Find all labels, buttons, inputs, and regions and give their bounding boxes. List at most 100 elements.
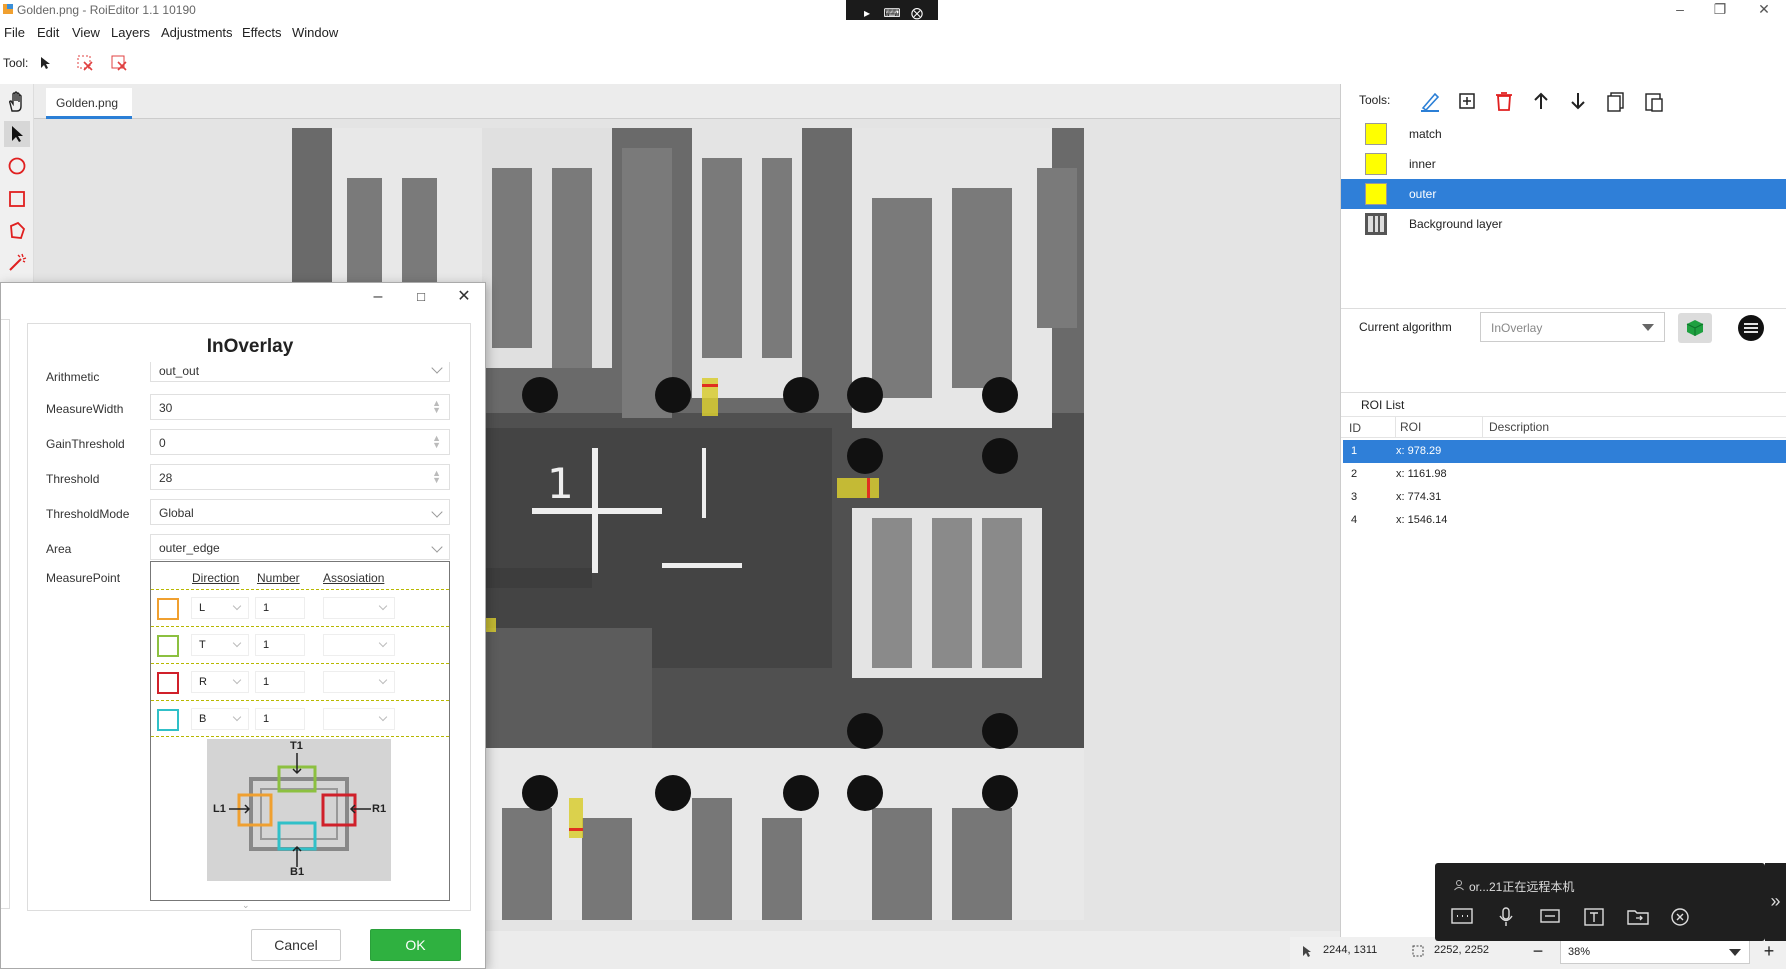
folder-icon[interactable] bbox=[1625, 905, 1651, 929]
cursor-icon bbox=[1303, 946, 1311, 957]
table-row[interactable]: 1 x: 978.29 bbox=[1343, 440, 1786, 463]
direction-select[interactable]: R bbox=[191, 671, 249, 693]
area-dropdown[interactable]: outer_edge bbox=[150, 534, 450, 560]
zoom-select[interactable]: 38% bbox=[1560, 940, 1750, 964]
microphone-icon[interactable] bbox=[1493, 905, 1519, 929]
number-value: 1 bbox=[263, 602, 270, 614]
zoom-value: 38% bbox=[1568, 946, 1591, 958]
thresholdmode-dropdown[interactable]: Global bbox=[150, 499, 450, 525]
add-layer-icon[interactable] bbox=[1454, 88, 1480, 114]
menu-bar: File Edit View Layers Adjustments Effect… bbox=[0, 20, 1786, 44]
magic-wand-icon[interactable] bbox=[4, 250, 30, 276]
table-row[interactable]: 4 x: 1546.14 bbox=[1343, 509, 1786, 532]
rectangle-tool-icon[interactable] bbox=[4, 186, 30, 212]
spinner-icon[interactable]: ▲▼ bbox=[432, 468, 441, 485]
direction-select[interactable]: L bbox=[191, 597, 249, 619]
paste-icon[interactable] bbox=[1641, 88, 1667, 114]
arrow-pointer-icon[interactable] bbox=[38, 56, 52, 70]
menu-adjustments[interactable]: Adjustments bbox=[161, 25, 233, 40]
zoom-in-icon[interactable]: + bbox=[1763, 941, 1775, 961]
arithmetic-dropdown[interactable]: out_out bbox=[150, 362, 450, 382]
layer-row-background[interactable]: Background layer bbox=[1341, 209, 1786, 239]
gainthreshold-field[interactable]: 0 ▲▼ bbox=[150, 429, 450, 455]
move-down-icon[interactable] bbox=[1565, 88, 1591, 114]
roi-id: 3 bbox=[1351, 491, 1358, 503]
layer-row-inner[interactable]: inner bbox=[1341, 149, 1786, 179]
number-field[interactable]: 1 bbox=[255, 597, 305, 619]
measure-row-r: R 1 bbox=[151, 663, 449, 700]
table-row[interactable]: 2 x: 1161.98 bbox=[1343, 463, 1786, 486]
close-icon[interactable] bbox=[1667, 905, 1693, 929]
text-icon[interactable] bbox=[1581, 905, 1607, 929]
hand-icon[interactable] bbox=[4, 89, 30, 115]
algorithm-value: InOverlay bbox=[1491, 321, 1543, 335]
chat-icon[interactable] bbox=[1449, 905, 1475, 929]
circle-tool-icon[interactable] bbox=[4, 153, 30, 179]
menu-layers[interactable]: Layers bbox=[111, 25, 151, 40]
menu-file[interactable]: File bbox=[4, 25, 25, 40]
menu-window[interactable]: Window bbox=[292, 25, 339, 40]
chevron-down-icon bbox=[1729, 949, 1741, 956]
assosiation-select[interactable] bbox=[323, 671, 395, 693]
ok-button[interactable]: OK bbox=[370, 929, 461, 961]
assosiation-select[interactable] bbox=[323, 634, 395, 656]
number-field[interactable]: 1 bbox=[255, 634, 305, 656]
menu-edit[interactable]: Edit bbox=[37, 25, 60, 40]
menu-effects[interactable]: Effects bbox=[242, 25, 282, 40]
divider bbox=[1341, 308, 1786, 309]
measure-row-t: T 1 bbox=[151, 626, 449, 663]
transfer-icon[interactable] bbox=[1537, 905, 1563, 929]
keyboard-icon[interactable]: ⌨ bbox=[883, 6, 901, 20]
expand-icon[interactable]: » bbox=[1765, 863, 1786, 941]
layer-row-outer[interactable]: outer bbox=[1341, 179, 1786, 209]
table-row[interactable]: 3 x: 774.31 bbox=[1343, 486, 1786, 509]
clear-selection-icon[interactable] bbox=[76, 54, 94, 72]
number-field[interactable]: 1 bbox=[255, 671, 305, 693]
select-arrow-icon[interactable] bbox=[4, 121, 30, 147]
assosiation-select[interactable] bbox=[323, 597, 395, 619]
close-icon[interactable]: ✕ bbox=[1758, 1, 1770, 17]
cancel-button[interactable]: Cancel bbox=[251, 929, 341, 961]
algorithm-select[interactable]: InOverlay bbox=[1480, 312, 1665, 342]
measurewidth-field[interactable]: 30 ▲▼ bbox=[150, 394, 450, 420]
pointer-icon[interactable]: ▸ bbox=[863, 6, 871, 20]
polygon-tool-icon[interactable] bbox=[4, 218, 30, 244]
roi-list-title: ROI List bbox=[1361, 398, 1405, 412]
chevron-down-icon bbox=[232, 675, 242, 685]
disconnect-icon[interactable]: ⨂ bbox=[911, 6, 923, 20]
roi-id: 1 bbox=[1351, 445, 1358, 457]
minimize-icon[interactable]: – bbox=[373, 288, 383, 305]
direction-select[interactable]: B bbox=[191, 708, 249, 730]
layer-thumbnail bbox=[1365, 153, 1387, 175]
tab-golden-png[interactable]: Golden.png bbox=[46, 88, 132, 119]
direction-value: L bbox=[199, 602, 206, 614]
menu-view[interactable]: View bbox=[72, 25, 100, 40]
assosiation-select[interactable] bbox=[323, 708, 395, 730]
run-algorithm-button[interactable] bbox=[1678, 313, 1712, 343]
copy-icon[interactable] bbox=[1603, 88, 1629, 114]
chevron-down-icon bbox=[431, 362, 443, 374]
field-value: 28 bbox=[159, 471, 173, 485]
chevron-down-icon bbox=[232, 638, 242, 648]
scroll-down-icon[interactable]: ⌄ bbox=[242, 900, 250, 910]
spinner-icon[interactable]: ▲▼ bbox=[432, 398, 441, 415]
algorithm-list-icon[interactable] bbox=[1734, 311, 1768, 345]
field-value: out_out bbox=[159, 364, 200, 378]
number-field[interactable]: 1 bbox=[255, 708, 305, 730]
edit-pen-icon[interactable] bbox=[1417, 88, 1443, 114]
close-icon[interactable]: ✕ bbox=[457, 288, 471, 305]
remote-control-widget: or...21正在远程本机 bbox=[1435, 863, 1765, 941]
zoom-out-icon[interactable]: − bbox=[1532, 941, 1544, 961]
maximize-icon[interactable]: ❐ bbox=[1713, 1, 1727, 17]
direction-select[interactable]: T bbox=[191, 634, 249, 656]
spinner-icon[interactable]: ▲▼ bbox=[432, 433, 441, 450]
delete-layer-icon[interactable] bbox=[1491, 88, 1517, 114]
move-up-icon[interactable] bbox=[1528, 88, 1554, 114]
current-algorithm-label: Current algorithm bbox=[1359, 320, 1452, 334]
minimize-icon[interactable]: – bbox=[1676, 1, 1684, 17]
roi-value: x: 1546.14 bbox=[1396, 514, 1448, 526]
delete-roi-icon[interactable] bbox=[110, 54, 128, 72]
maximize-icon[interactable]: □ bbox=[417, 289, 425, 304]
threshold-field[interactable]: 28 ▲▼ bbox=[150, 464, 450, 490]
layer-row-match[interactable]: match bbox=[1341, 119, 1786, 149]
